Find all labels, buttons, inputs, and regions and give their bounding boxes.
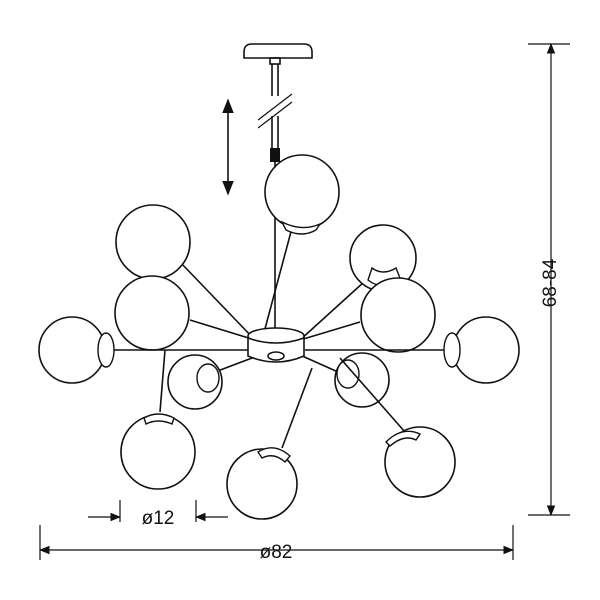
arm-far-left (38, 316, 255, 384)
globe-left-upper (114, 275, 190, 351)
arm-left-upper (114, 275, 256, 351)
globe-diameter-label: ø12 (142, 508, 175, 529)
arm-right-upper (299, 277, 436, 353)
globe-right-upper (360, 277, 436, 353)
arm-top-center (261, 154, 340, 341)
globe-diameter-dimension: ø12 (88, 500, 228, 529)
globe-lower-center (226, 448, 298, 520)
arm-far-right (305, 316, 520, 384)
globe-top-center (264, 154, 340, 230)
height-label: 68-84 (540, 258, 561, 307)
globe-lower-left (120, 414, 196, 490)
width-label: ø82 (260, 542, 293, 563)
arm-rear-left (167, 354, 261, 410)
height-dimension: 68-84 (528, 42, 570, 517)
arm-lower-right (339, 357, 456, 498)
ceiling-canopy (243, 43, 313, 65)
globe-back-left (115, 204, 191, 280)
arm-lower-center (226, 367, 313, 520)
arm-lower-left (120, 349, 196, 490)
globe-lower-right (384, 426, 456, 498)
globe-far-right (452, 316, 520, 384)
globe-far-left (38, 316, 106, 384)
width-dimension: ø82 (38, 525, 515, 563)
central-hub (247, 327, 305, 363)
